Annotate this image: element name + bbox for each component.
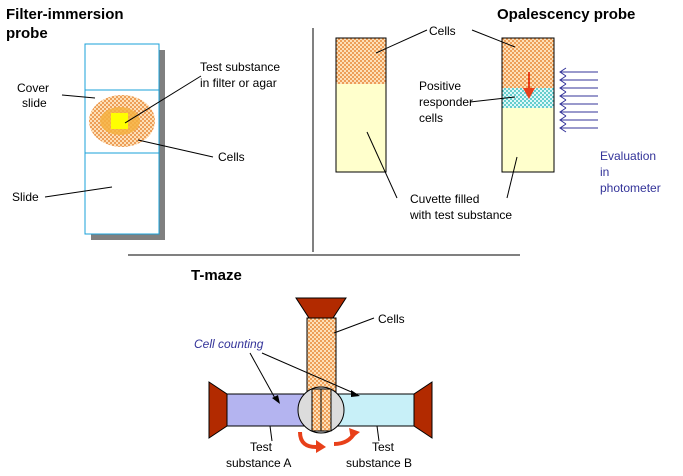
cover-slide-label-2: slide (22, 96, 47, 110)
beam-arrowhead-icon (559, 123, 567, 133)
test-b-leader (376, 425, 380, 442)
test-substance-label-1: Test substance (200, 60, 280, 74)
cell-counting-arrow-b-icon (351, 390, 360, 397)
responder-cells-layer (502, 88, 554, 108)
cuvette-leader-left (366, 131, 398, 199)
beam-arrowhead-icon (559, 99, 567, 109)
responder-leader (469, 96, 516, 103)
filter-probe-title-line1: Filter-immersion (6, 6, 124, 23)
tmaze-cells-label: Cells (378, 312, 405, 326)
test-filter (111, 113, 128, 129)
opalescency-title: Opalescency probe (497, 6, 635, 23)
tmaze-cells-leader (333, 317, 375, 334)
test-a-leader (269, 425, 273, 442)
cover-slide-leader (61, 94, 96, 99)
tmaze-title: T-maze (191, 267, 242, 284)
cover-slide (84, 89, 160, 154)
cuvette-left-outline (335, 37, 387, 173)
cuvette-right-outline (501, 37, 555, 173)
opal-cells-label: Cells (429, 24, 456, 38)
filter-probe-title-line2: probe (6, 25, 48, 42)
rotate-arrowhead-left-icon (316, 440, 326, 453)
responder-label-3: cells (419, 111, 443, 125)
responder-label-1: Positive (419, 79, 461, 93)
cuvette-right-liquid (502, 108, 554, 172)
cuvette-left (335, 37, 387, 173)
beam-arrowhead-icon (559, 83, 567, 93)
cover-slide-label-1: Cover (17, 81, 49, 95)
test-b-label-2: substance B (346, 456, 412, 470)
test-substance-label-2: in filter or agar (200, 76, 277, 90)
cuvette-left-liquid (336, 84, 386, 172)
cell-counting-leader-a (249, 352, 277, 401)
slide-leader (44, 186, 113, 198)
test-substance-leader (124, 75, 202, 124)
evaluation-label-2: in (600, 165, 609, 179)
cells-column (306, 317, 337, 395)
left-funnel (208, 381, 228, 439)
top-funnel (295, 297, 347, 319)
cell-counting-arrow-a-icon (272, 395, 280, 404)
cuvette-right (501, 37, 555, 173)
cuvette-left-cells (336, 38, 386, 84)
beam-arrowhead-icon (559, 75, 567, 85)
filter-cells-leader (137, 139, 214, 158)
test-a-label-2: substance A (226, 456, 291, 470)
cell-counting-leader-b (261, 352, 357, 395)
beam-arrowhead-icon (559, 91, 567, 101)
test-b-label-1: Test (372, 440, 395, 454)
cuvette-label-2: with test substance (409, 208, 512, 222)
rotate-arrowhead-right-icon (349, 428, 360, 439)
beam-arrowhead-icon (559, 115, 567, 125)
opal-cells-leader-left (375, 29, 428, 54)
beam-arrowhead-icon (559, 67, 567, 77)
cuvette-leader-right (506, 156, 518, 199)
rotate-arrow-left-icon (298, 431, 319, 450)
slide-label: Slide (12, 190, 39, 204)
photometer-beam-icon (559, 67, 598, 133)
cell-counting-label: Cell counting (194, 337, 264, 351)
responder-label-2: responder (419, 95, 473, 109)
cuvette-label-1: Cuvette filled (410, 192, 479, 206)
opal-cells-leader-right (471, 29, 516, 48)
evaluation-label-3: photometer (600, 181, 661, 195)
test-a-label-1: Test (250, 440, 273, 454)
evaluation-label-1: Evaluation (600, 149, 656, 163)
settling-arrowhead-icon (523, 88, 535, 99)
beam-arrowhead-icon (559, 107, 567, 117)
filter-cells-label: Cells (218, 150, 245, 164)
right-funnel (413, 381, 433, 439)
